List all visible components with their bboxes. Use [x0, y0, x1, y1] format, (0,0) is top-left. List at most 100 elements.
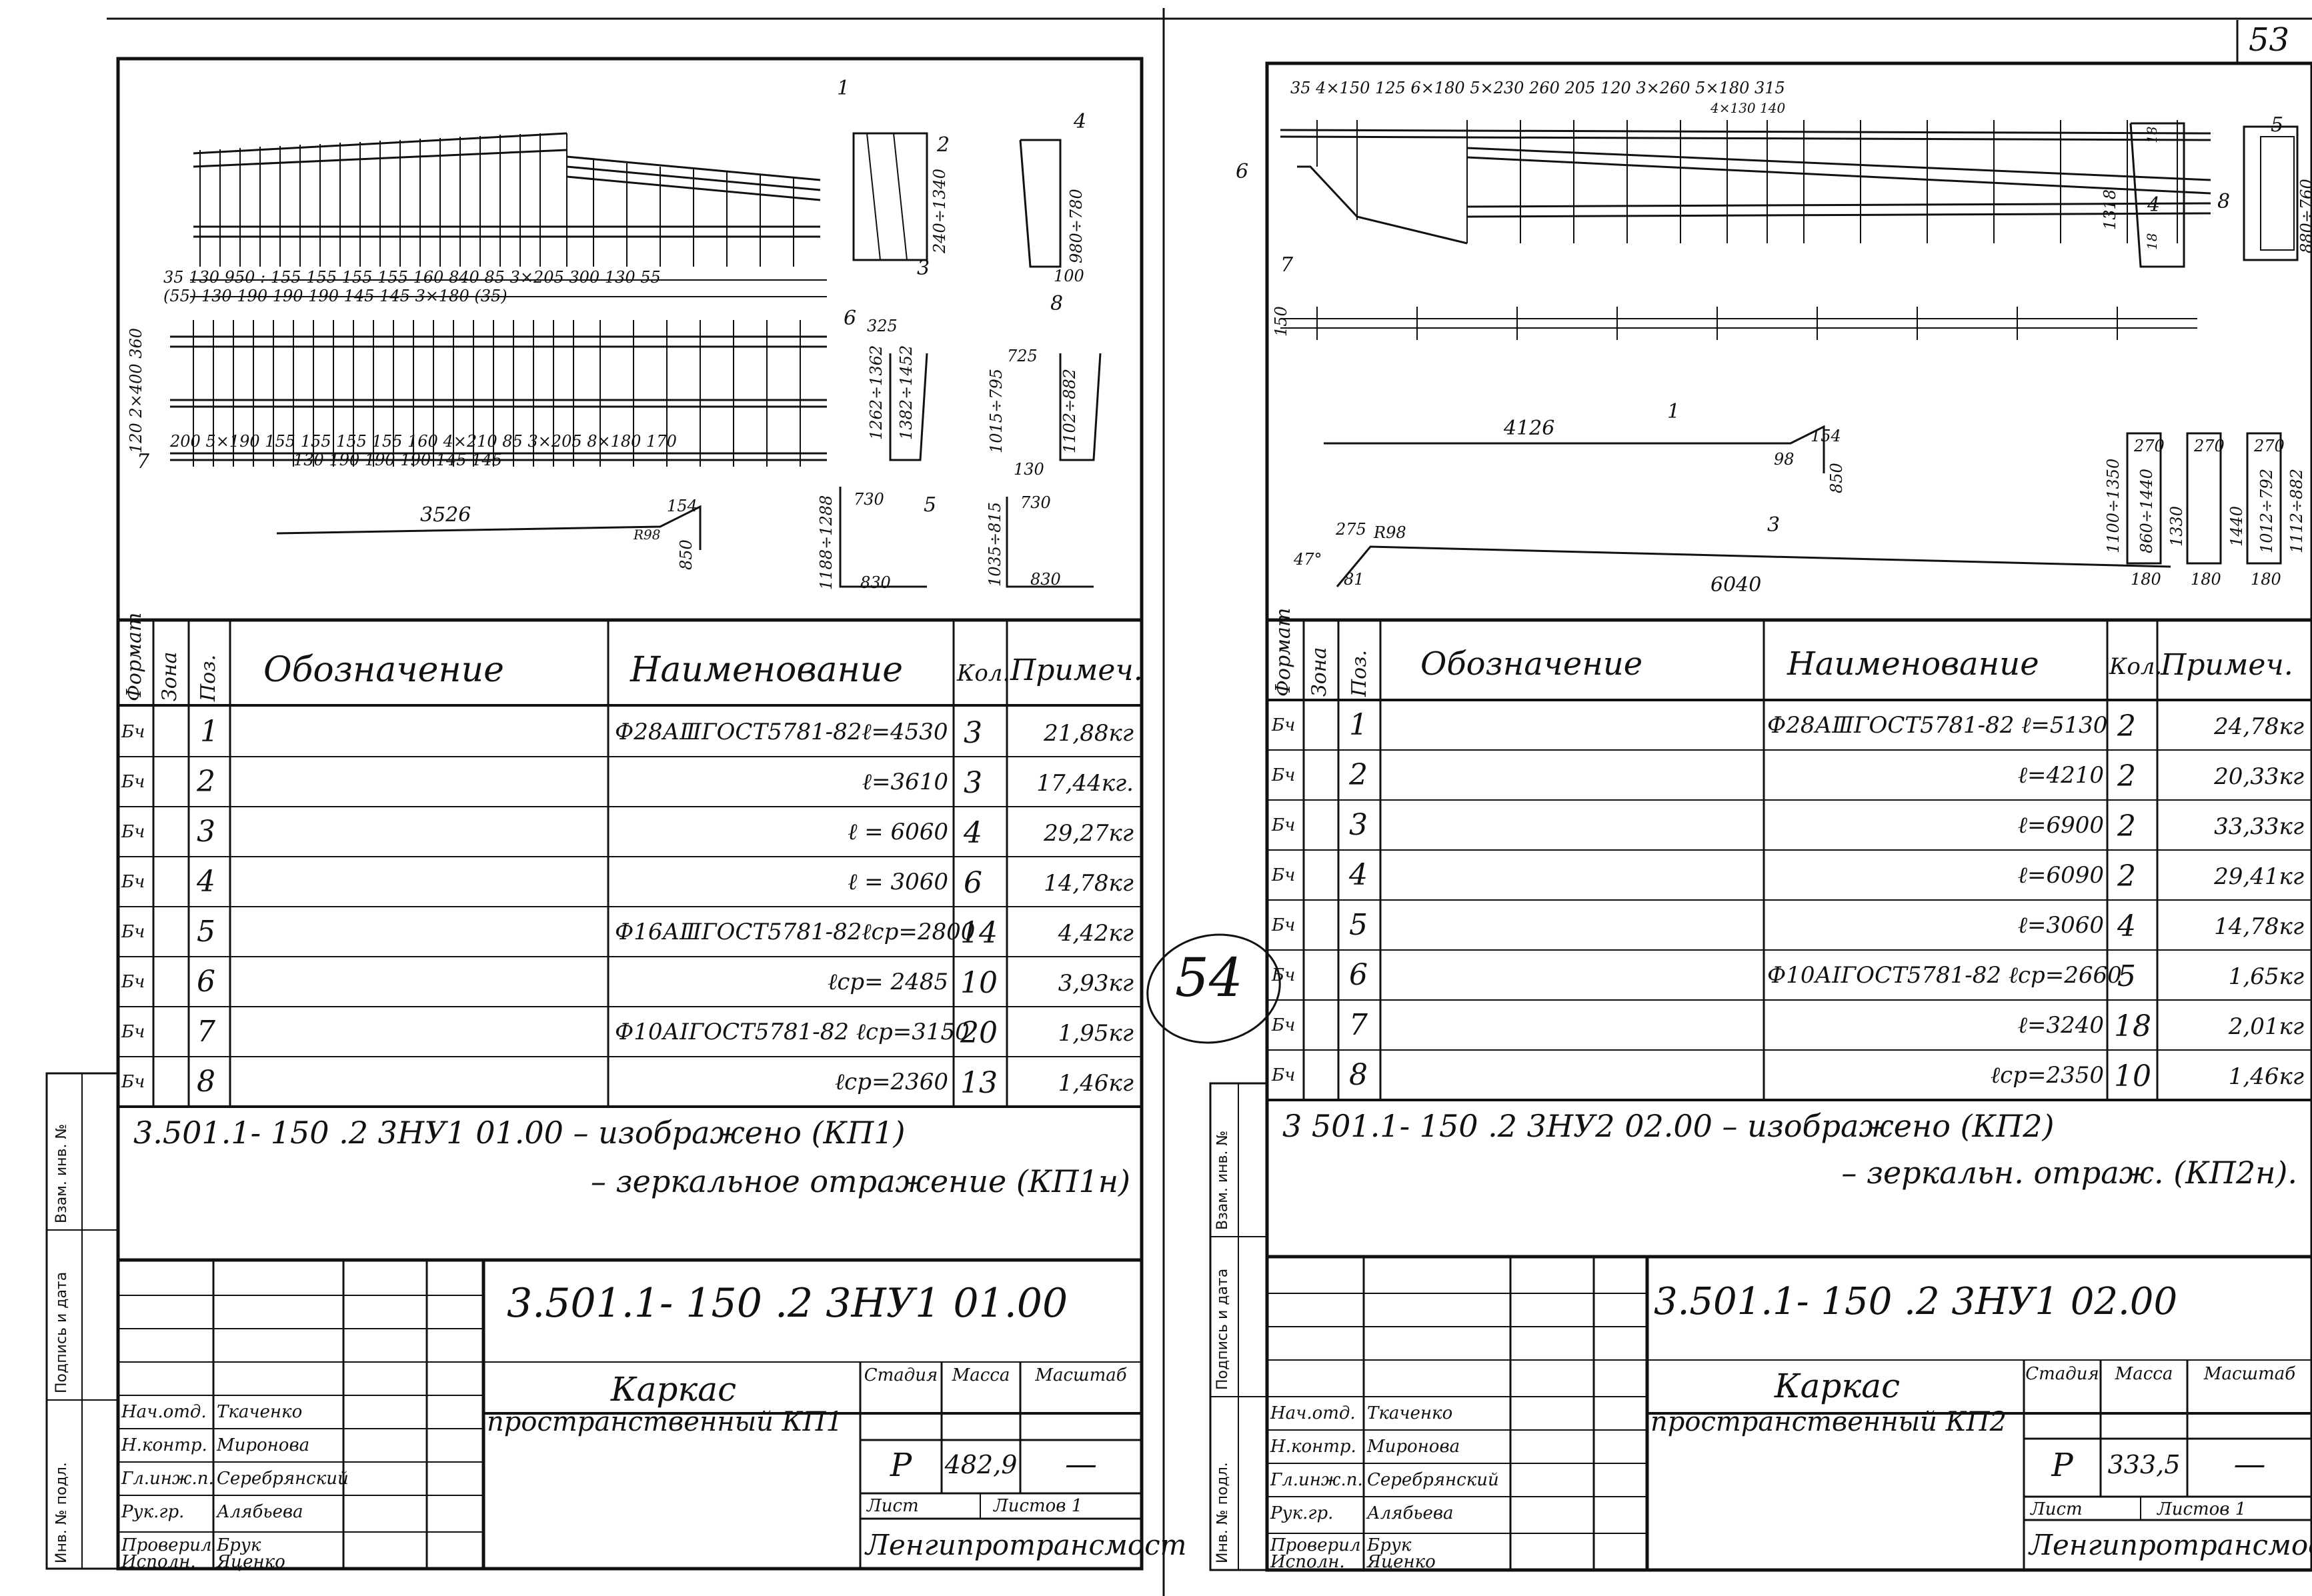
- mass-value: 333,5: [2107, 1450, 2181, 1479]
- frame-elevation-bottom-stirrups: [193, 320, 801, 467]
- pos-label-2: 2: [937, 133, 950, 157]
- row-pos: 6: [197, 965, 215, 999]
- signature-role: Н.контр.: [1270, 1437, 1356, 1457]
- row-name: ℓ=3240: [2017, 1012, 2104, 1039]
- col-header-pos: Поз.: [1348, 649, 1371, 697]
- row-qty: 18: [2114, 1009, 2151, 1043]
- bar-8-sketch: [1059, 353, 1102, 461]
- dim-180b: 180: [2191, 570, 2221, 589]
- scale-value: —: [2233, 1445, 2266, 1483]
- bar-radius: R98: [634, 527, 661, 543]
- note-line-1: 3 501.1- 150 .2 3НУ2 02.00 – изображено …: [1282, 1108, 2055, 1144]
- sheets-count-label: Листов 1: [2157, 1499, 2247, 1519]
- row-qty: 4: [964, 816, 982, 850]
- col-header-qty: Кол.: [2109, 653, 2163, 680]
- dim-1012: 1012÷792: [2257, 469, 2276, 553]
- row-pos: 3: [197, 815, 215, 849]
- row-qty: 10: [960, 966, 998, 1000]
- col-header-qty: Кол.: [957, 660, 1010, 687]
- signature-role: Проверил: [121, 1535, 212, 1555]
- row-pos: 4: [197, 865, 215, 899]
- section-4: [1019, 139, 1062, 268]
- organization: Ленгипротрансмост: [866, 1529, 1187, 1561]
- row-qty: 10: [2114, 1059, 2151, 1093]
- row-note: 1,65кг: [2228, 963, 2304, 990]
- row-pos: 2: [197, 765, 215, 799]
- signature-role: Н.контр.: [121, 1435, 207, 1455]
- row-pos: 5: [1349, 908, 1368, 942]
- row-name: ℓср=2350: [1991, 1062, 2104, 1089]
- row-qty: 2: [2117, 759, 2136, 793]
- side-label-inv-podl: Инв. № подл.: [53, 1462, 70, 1563]
- dim-325: 325: [867, 317, 898, 335]
- row-note: 14,78кг: [2214, 913, 2304, 940]
- row-name: Ф28АⅢГОСТ5781-82ℓ=4530: [615, 719, 948, 745]
- dim-270b: 270: [2194, 437, 2225, 455]
- row-note: 1,46кг: [2228, 1063, 2304, 1090]
- dim-sec-3: 100: [1054, 267, 1084, 285]
- bar-7-sketch: [1006, 497, 1094, 588]
- doc-name-line1: Каркас: [610, 1370, 737, 1409]
- pos-label-8: 8: [1050, 292, 1064, 315]
- row-format: Бч: [121, 822, 145, 842]
- col-header-name: Наименование: [630, 650, 904, 690]
- scale-label: Масштаб: [1035, 1365, 1127, 1385]
- doc-code: 3.501.1- 150 .2 3НУ1 01.00: [507, 1280, 1068, 1327]
- dim-1035: 1035÷815: [986, 502, 1004, 587]
- row-name: ℓ=3060: [2017, 912, 2104, 939]
- bar3-end: 81: [1344, 570, 1364, 589]
- stamp-number: 54: [1175, 947, 1243, 1009]
- dim-left: 150: [1272, 306, 1290, 337]
- dim-1188: 1188÷1288: [817, 495, 836, 590]
- pos-label-8-elev: 8: [2217, 190, 2231, 213]
- col-header-pos: Поз.: [197, 654, 220, 701]
- dim-830a: 830: [860, 573, 891, 592]
- row-format: Бч: [121, 722, 145, 742]
- side-label-signature: Подпись и дата: [53, 1271, 70, 1393]
- signature-role: Нач.отд.: [1270, 1403, 1356, 1423]
- col-header-designation: Обозначение: [263, 650, 504, 690]
- row-format: Бч: [1272, 915, 1296, 935]
- signature-name: Миронова: [1367, 1437, 1460, 1457]
- signature-role: Исполн.: [121, 1552, 196, 1572]
- signature-name: Ткаченко: [217, 1402, 303, 1422]
- row-format: Бч: [1272, 1065, 1296, 1085]
- row-format: Бч: [1272, 1015, 1296, 1035]
- row-pos: 8: [1349, 1058, 1368, 1092]
- row-format: Бч: [1272, 715, 1296, 735]
- bar-length: 3526: [420, 503, 471, 527]
- row-name: ℓ=3610: [862, 769, 948, 795]
- col-header-name: Наименование: [1787, 645, 2039, 683]
- row-qty: 4: [2117, 909, 2136, 943]
- row-format: Бч: [121, 872, 145, 892]
- frame-elevation-bottom: [170, 335, 827, 461]
- dim-1112: 1112÷882: [2287, 469, 2306, 553]
- row-note: 14,78кг: [1044, 870, 1134, 897]
- col-header-format: Формат: [123, 612, 146, 701]
- row-pos: 4: [1349, 858, 1368, 892]
- row-name: Ф10АⅠГОСТ5781-82 ℓср=2660: [1767, 962, 2122, 989]
- row-note: 20,33кг: [2214, 763, 2304, 790]
- pos-label-7-elev: 7: [1280, 253, 1294, 277]
- row-note: 2,01кг: [2228, 1013, 2304, 1040]
- section-1: [852, 132, 928, 261]
- dim-sec-1: 240÷1340: [930, 169, 949, 253]
- dim-bottom-row-sub: 130 190 190 190 145 145: [293, 451, 502, 469]
- dim-725: 725: [1007, 347, 1038, 365]
- dim-1440: 1440: [2227, 505, 2246, 547]
- signature-name: Яценко: [1367, 1552, 1436, 1572]
- row-qty: 3: [964, 716, 982, 750]
- note-line-1: 3.501.1- 150 .2 3НУ1 01.00 – изображено …: [133, 1115, 906, 1151]
- pos-label-4: 4: [1074, 110, 1087, 133]
- row-name: ℓ = 6060: [848, 819, 948, 845]
- row-note: 1,46кг: [1058, 1070, 1134, 1097]
- bar1-small: 98: [1774, 450, 1795, 469]
- mass-value: 482,9: [944, 1450, 1018, 1479]
- bar-3-sketch-kp2: [1336, 545, 2171, 587]
- side-label-inv-podl: Инв. № подл.: [1214, 1462, 1231, 1563]
- frame-elevation-kp2: [1280, 129, 2211, 245]
- bar3-radius: R98: [1374, 523, 1406, 542]
- frame-elevation-top-stirrups: [199, 133, 794, 267]
- row-qty: 2: [2117, 859, 2136, 893]
